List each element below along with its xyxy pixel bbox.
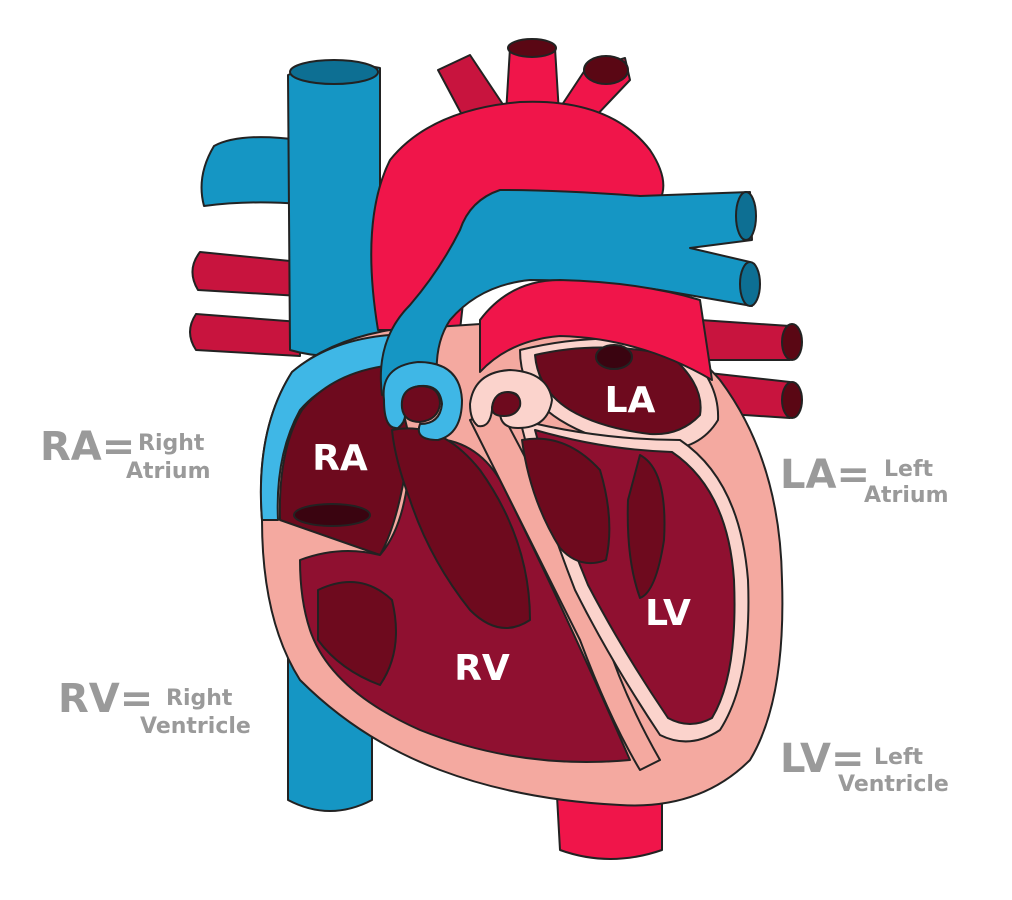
- pulmonary-valve-center: [400, 385, 441, 423]
- lv-papillary-large: [521, 437, 611, 564]
- legend-lv-line1: Left: [874, 745, 924, 770]
- pulmonary-artery-opening-bottom: [739, 261, 761, 307]
- legend-rv-abbr: RV=: [58, 676, 153, 722]
- chamber-label-lv: LV: [645, 593, 691, 634]
- aortic-valve-center: [491, 391, 522, 417]
- legend-la-line1: Left: [884, 457, 934, 482]
- legend-rv-line1: Right: [166, 686, 233, 711]
- pulmonary-vein-opening: [595, 344, 633, 370]
- left-atrium-chamber: [534, 346, 702, 436]
- legend-rv-line2: Ventricle: [140, 714, 251, 739]
- legend-la-abbr: LA=: [780, 452, 870, 498]
- superior-vena-cava: [287, 63, 381, 357]
- legend-ra: RA= Right Atrium: [40, 424, 211, 484]
- brachiocephalic-vein: [200, 136, 301, 207]
- legend-lv-abbr: LV=: [780, 736, 864, 782]
- pulmonary-valve: [382, 361, 463, 441]
- tricuspid-opening: [293, 503, 371, 527]
- vena-cava-opening: [289, 59, 379, 85]
- pulmonary-artery-opening-top: [735, 191, 757, 241]
- chamber-label-ra: RA: [312, 438, 368, 479]
- legend-la-line2: Atrium: [864, 483, 949, 508]
- legend-la: LA= Left Atrium: [780, 452, 949, 508]
- legend-rv: RV= Right Ventricle: [58, 676, 251, 739]
- ascending-aorta: [479, 279, 713, 381]
- pulmonary-trunk: [379, 189, 753, 401]
- legend-lv-line2: Ventricle: [838, 772, 949, 797]
- rv-muscle-dark: [391, 427, 531, 629]
- legend-ra-line1: Right: [138, 431, 205, 456]
- chamber-label-rv: RV: [454, 648, 510, 689]
- right-pulmonary-veins: [189, 251, 301, 357]
- rv-papillary: [317, 581, 397, 686]
- chamber-label-la: LA: [605, 380, 656, 421]
- lv-papillary-small: [626, 454, 666, 599]
- legend-ra-line2: Atrium: [126, 459, 211, 484]
- legend-ra-abbr: RA=: [40, 424, 135, 470]
- legend-lv: LV= Left Ventricle: [780, 736, 949, 797]
